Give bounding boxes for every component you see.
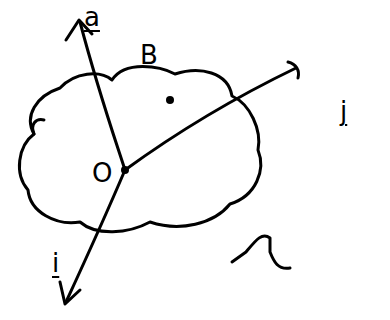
axis-j bbox=[125, 68, 296, 170]
origin-dot bbox=[121, 166, 129, 174]
vector-label: i bbox=[52, 250, 59, 276]
body-label: B bbox=[140, 42, 158, 68]
axis-a bbox=[80, 22, 125, 170]
body-dot bbox=[166, 96, 174, 104]
outline-bump bbox=[33, 120, 44, 134]
body-outline bbox=[19, 67, 260, 232]
squiggle bbox=[232, 236, 290, 268]
vector-label: j bbox=[340, 98, 347, 124]
origin-label: O bbox=[92, 160, 112, 186]
axis-i bbox=[66, 170, 125, 302]
arrowhead-i bbox=[60, 282, 80, 304]
vector-label: a bbox=[84, 4, 100, 30]
axis-j-tick bbox=[288, 62, 299, 78]
